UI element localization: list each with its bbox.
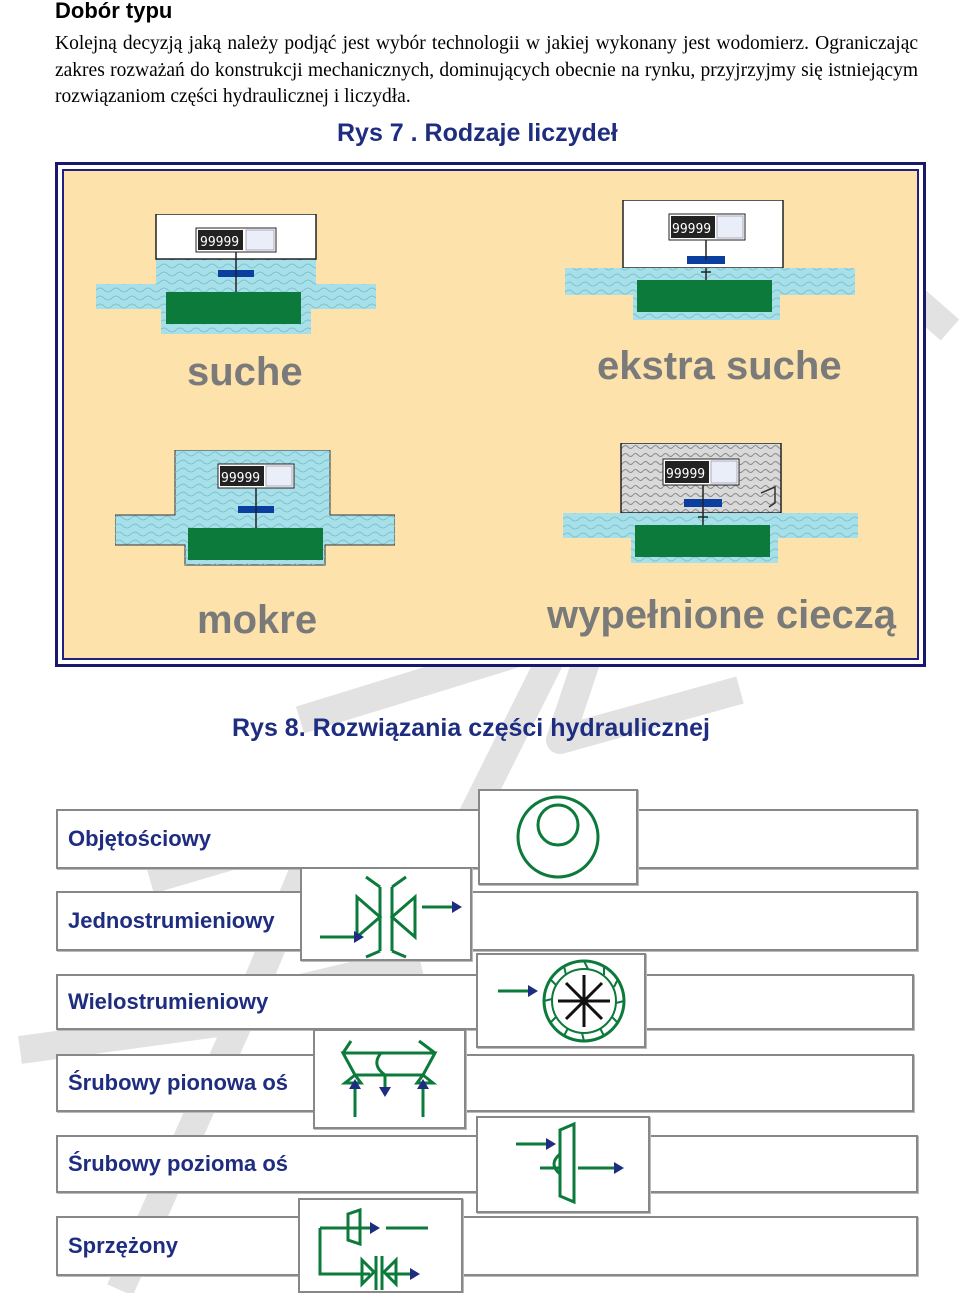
counter-digits: 99999: [200, 235, 239, 250]
combined-icon-box: [298, 1198, 463, 1293]
row-label: Objętościowy: [68, 826, 212, 851]
horizontal-screw-icon: [516, 1121, 624, 1205]
multi-jet-icon: [498, 959, 626, 1043]
single-jet-icon: [320, 875, 462, 959]
volumetric-icon-box: [478, 789, 638, 885]
vertical-screw-icon-box: [313, 1029, 466, 1129]
counter-digits: 99999: [666, 467, 705, 482]
counter-digits: 99999: [221, 471, 260, 486]
intro-paragraph: Kolejną decyzją jaką należy podjąć jest …: [55, 33, 918, 107]
row-label: Śrubowy pionowa oś: [68, 1070, 289, 1095]
meter-extra-dry: 99999: [565, 200, 855, 325]
row-label: Wielostrumieniowy: [68, 989, 269, 1014]
single-jet-icon-box: [300, 867, 472, 961]
figure8-caption: Rys 8. Rozwiązania części hydraulicznej: [232, 714, 710, 742]
combined-icon: [318, 1207, 428, 1290]
vertical-screw-icon: [340, 1039, 438, 1117]
row-single-jet: Jednostrumieniowy: [56, 891, 918, 951]
section-heading: Dobór typu: [55, 0, 173, 23]
counter-digits: 99999: [672, 222, 711, 237]
horizontal-screw-icon-box: [476, 1116, 650, 1213]
row-label: Śrubowy pozioma oś: [68, 1151, 289, 1176]
multi-jet-icon-box: [476, 953, 646, 1048]
meter-wet: 99999: [115, 450, 395, 570]
label-wypelnione-ciecza: wypełnione cieczą: [547, 593, 897, 637]
row-label: Jednostrumieniowy: [68, 908, 275, 933]
row-combined: Sprzężony: [56, 1216, 918, 1276]
label-mokre: mokre: [197, 598, 318, 642]
figure7-caption: Rys 7 . Rodzaje liczydeł: [337, 119, 618, 147]
volumetric-icon: [516, 795, 600, 879]
row-vertical-screw: Śrubowy pionowa oś: [56, 1054, 914, 1112]
label-ekstra-suche: ekstra suche: [597, 344, 842, 388]
meter-liquid-filled: 99999: [563, 443, 858, 568]
row-label: Sprzężony: [68, 1233, 179, 1258]
label-suche: suche: [187, 350, 303, 394]
meter-dry: 99999: [96, 214, 376, 334]
